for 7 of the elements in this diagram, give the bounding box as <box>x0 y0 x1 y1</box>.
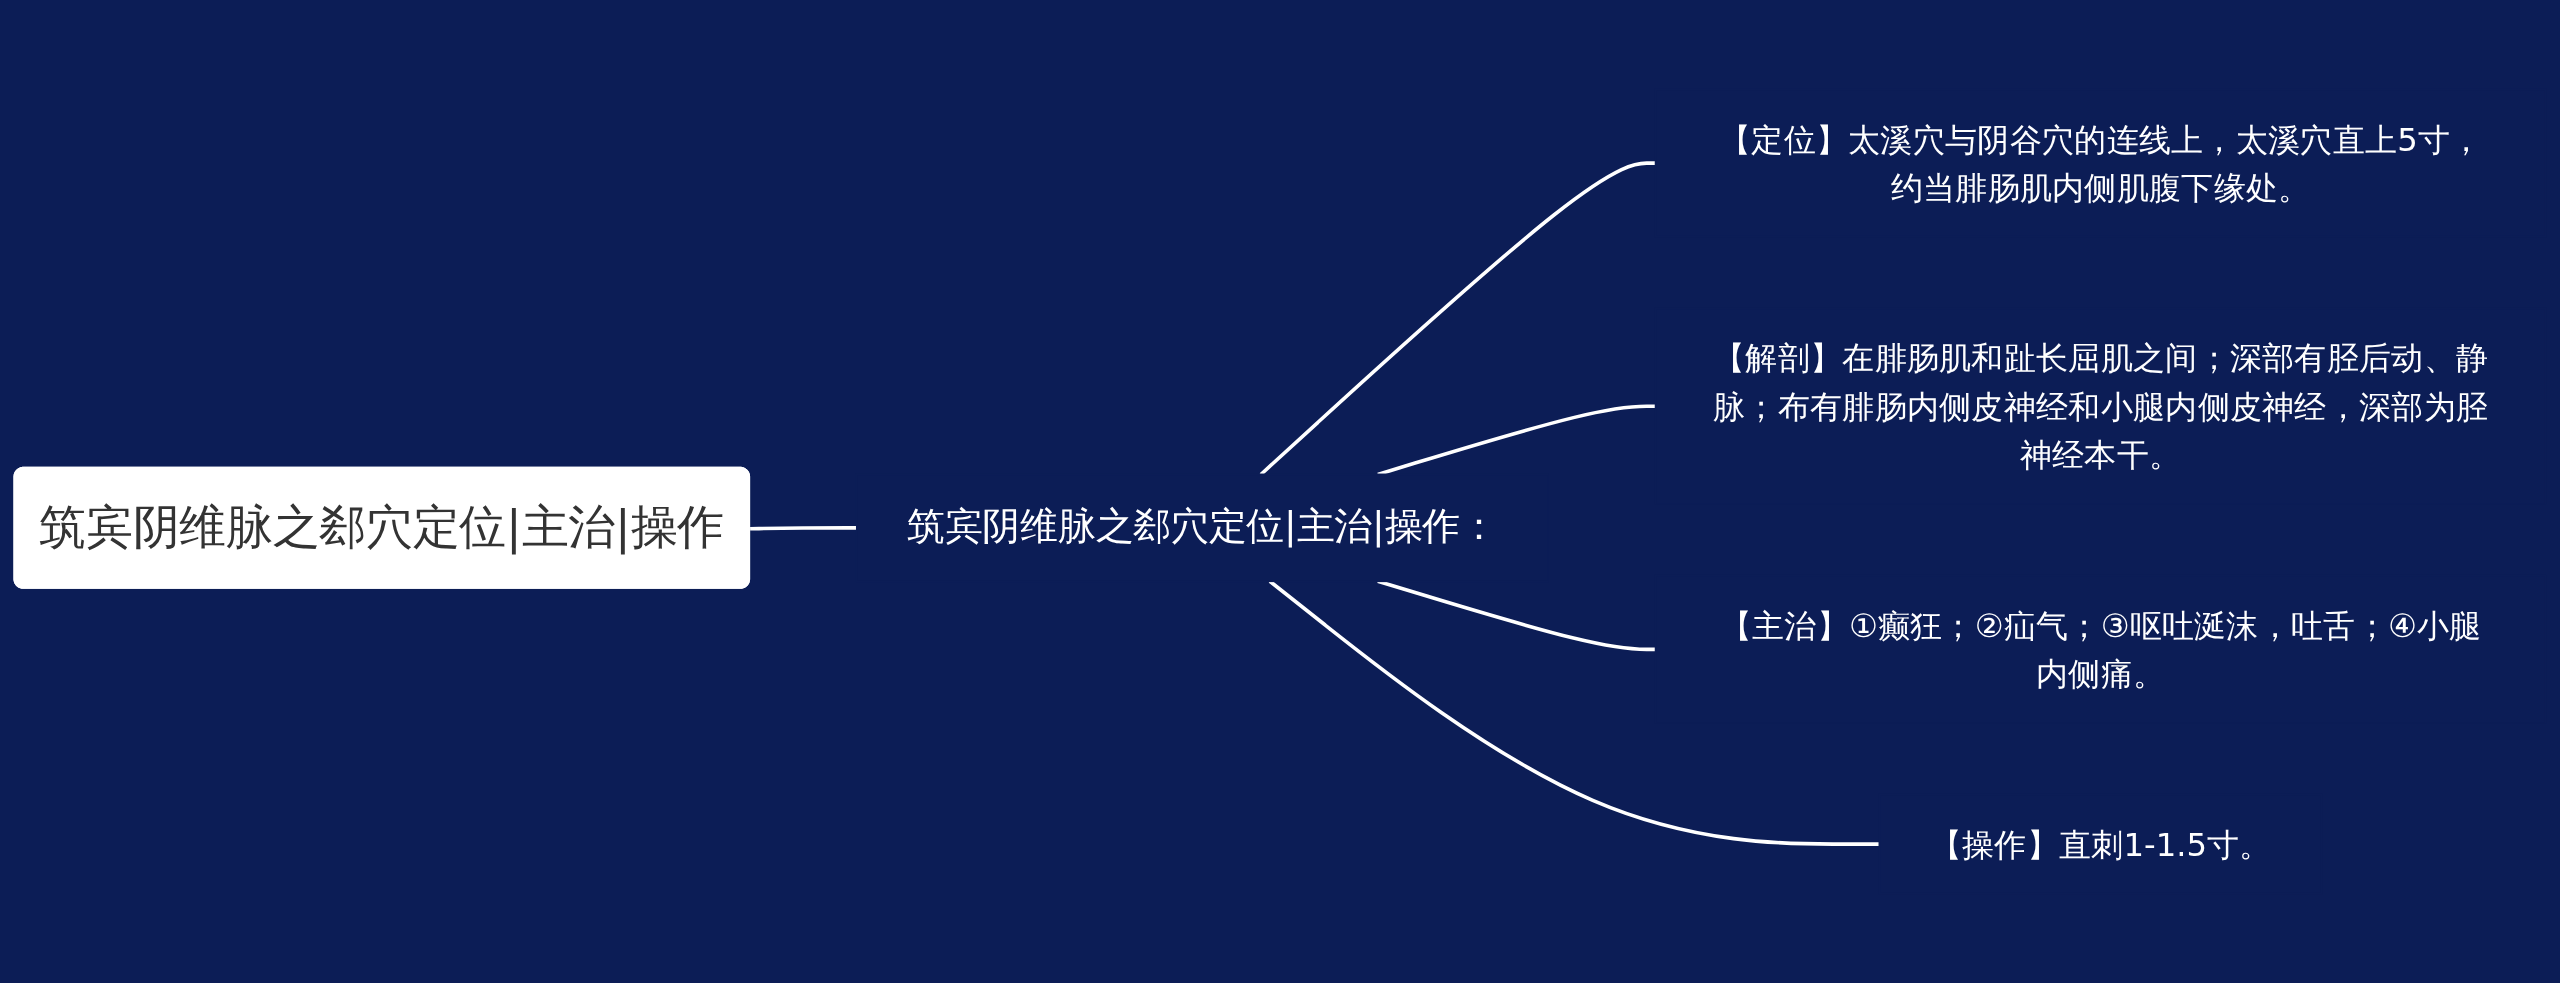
node-text: 【操作】直刺1-1.5寸。 <box>1929 825 2272 863</box>
node-text: 筑宾阴维脉之郄穴定位|主治|操作： <box>907 504 1498 549</box>
node-text: 【定位】太溪穴与阴谷穴的连线上，太溪穴直上5寸，约当腓肠肌内侧肌腹下缘处。 <box>1718 120 2483 207</box>
node-text: 【主治】①癫狂；②疝气；③呕吐涎沫，吐舌；④小腿内侧痛。 <box>1719 606 2482 693</box>
node-text: 【解剖】在腓肠肌和趾长屈肌之间；深部有胫后动、静脉；布有腓肠内侧皮神经和小腿内侧皮神经，深部为胫神经本干。 <box>1713 338 2489 474</box>
connector <box>750 526 857 531</box>
connector <box>1259 161 1656 476</box>
